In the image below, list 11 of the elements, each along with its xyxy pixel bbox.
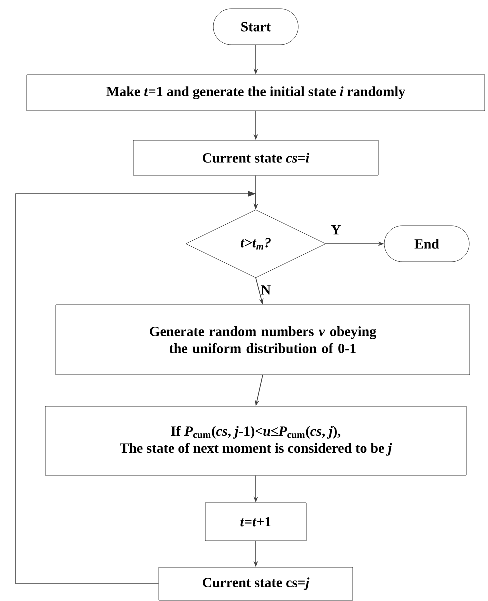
process-box: t=t+1 <box>205 502 307 542</box>
process-box: Make t=1 and generate the initial state i randomly <box>26 74 486 112</box>
process-box: Current state cs=j <box>158 567 354 601</box>
process-box: If P$_{cum}$(cs,j-1)<u≤P$_{cum}$(cs,j), The state of next moment is considered to bej <box>45 406 467 476</box>
terminal-box: Start <box>213 8 299 46</box>
process-box: Current state cs=i <box>133 140 379 176</box>
edge-label: N <box>261 286 271 295</box>
terminal-box: End <box>384 226 470 262</box>
process-box: Generate random numbers v obeying the uniform distribution of 0-1 <box>56 304 470 376</box>
edge-label: Y <box>331 225 341 235</box>
arrow <box>16 194 258 584</box>
